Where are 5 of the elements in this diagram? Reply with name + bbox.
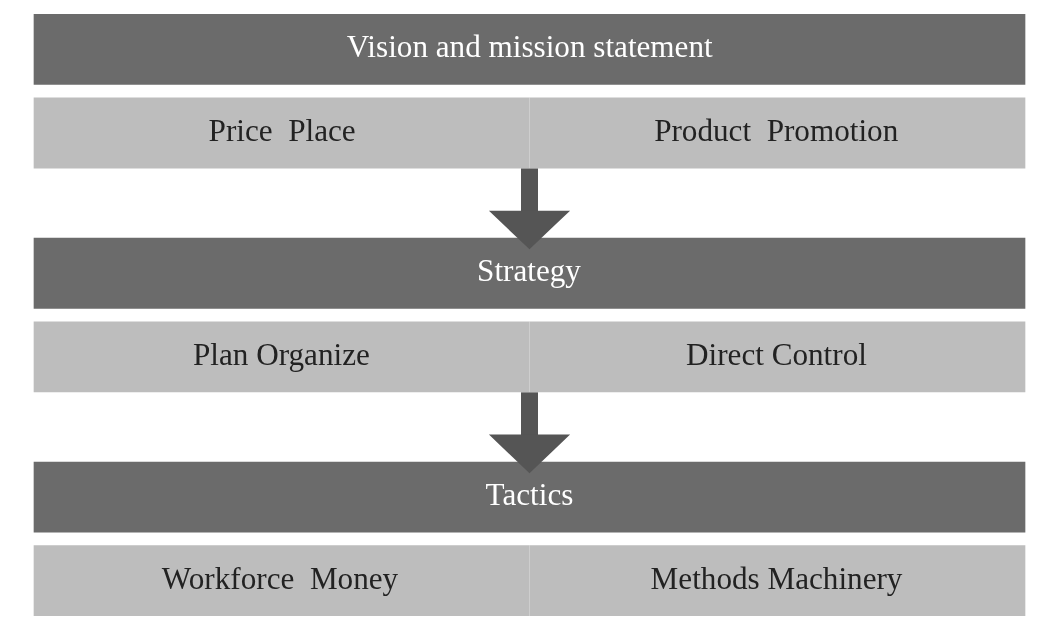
node-box: Strategy xyxy=(33,237,1025,309)
arrow xyxy=(488,392,570,474)
arrow xyxy=(488,168,570,250)
node-box: Tactics xyxy=(33,461,1025,533)
node-box: Vision and mission statement xyxy=(33,13,1025,85)
